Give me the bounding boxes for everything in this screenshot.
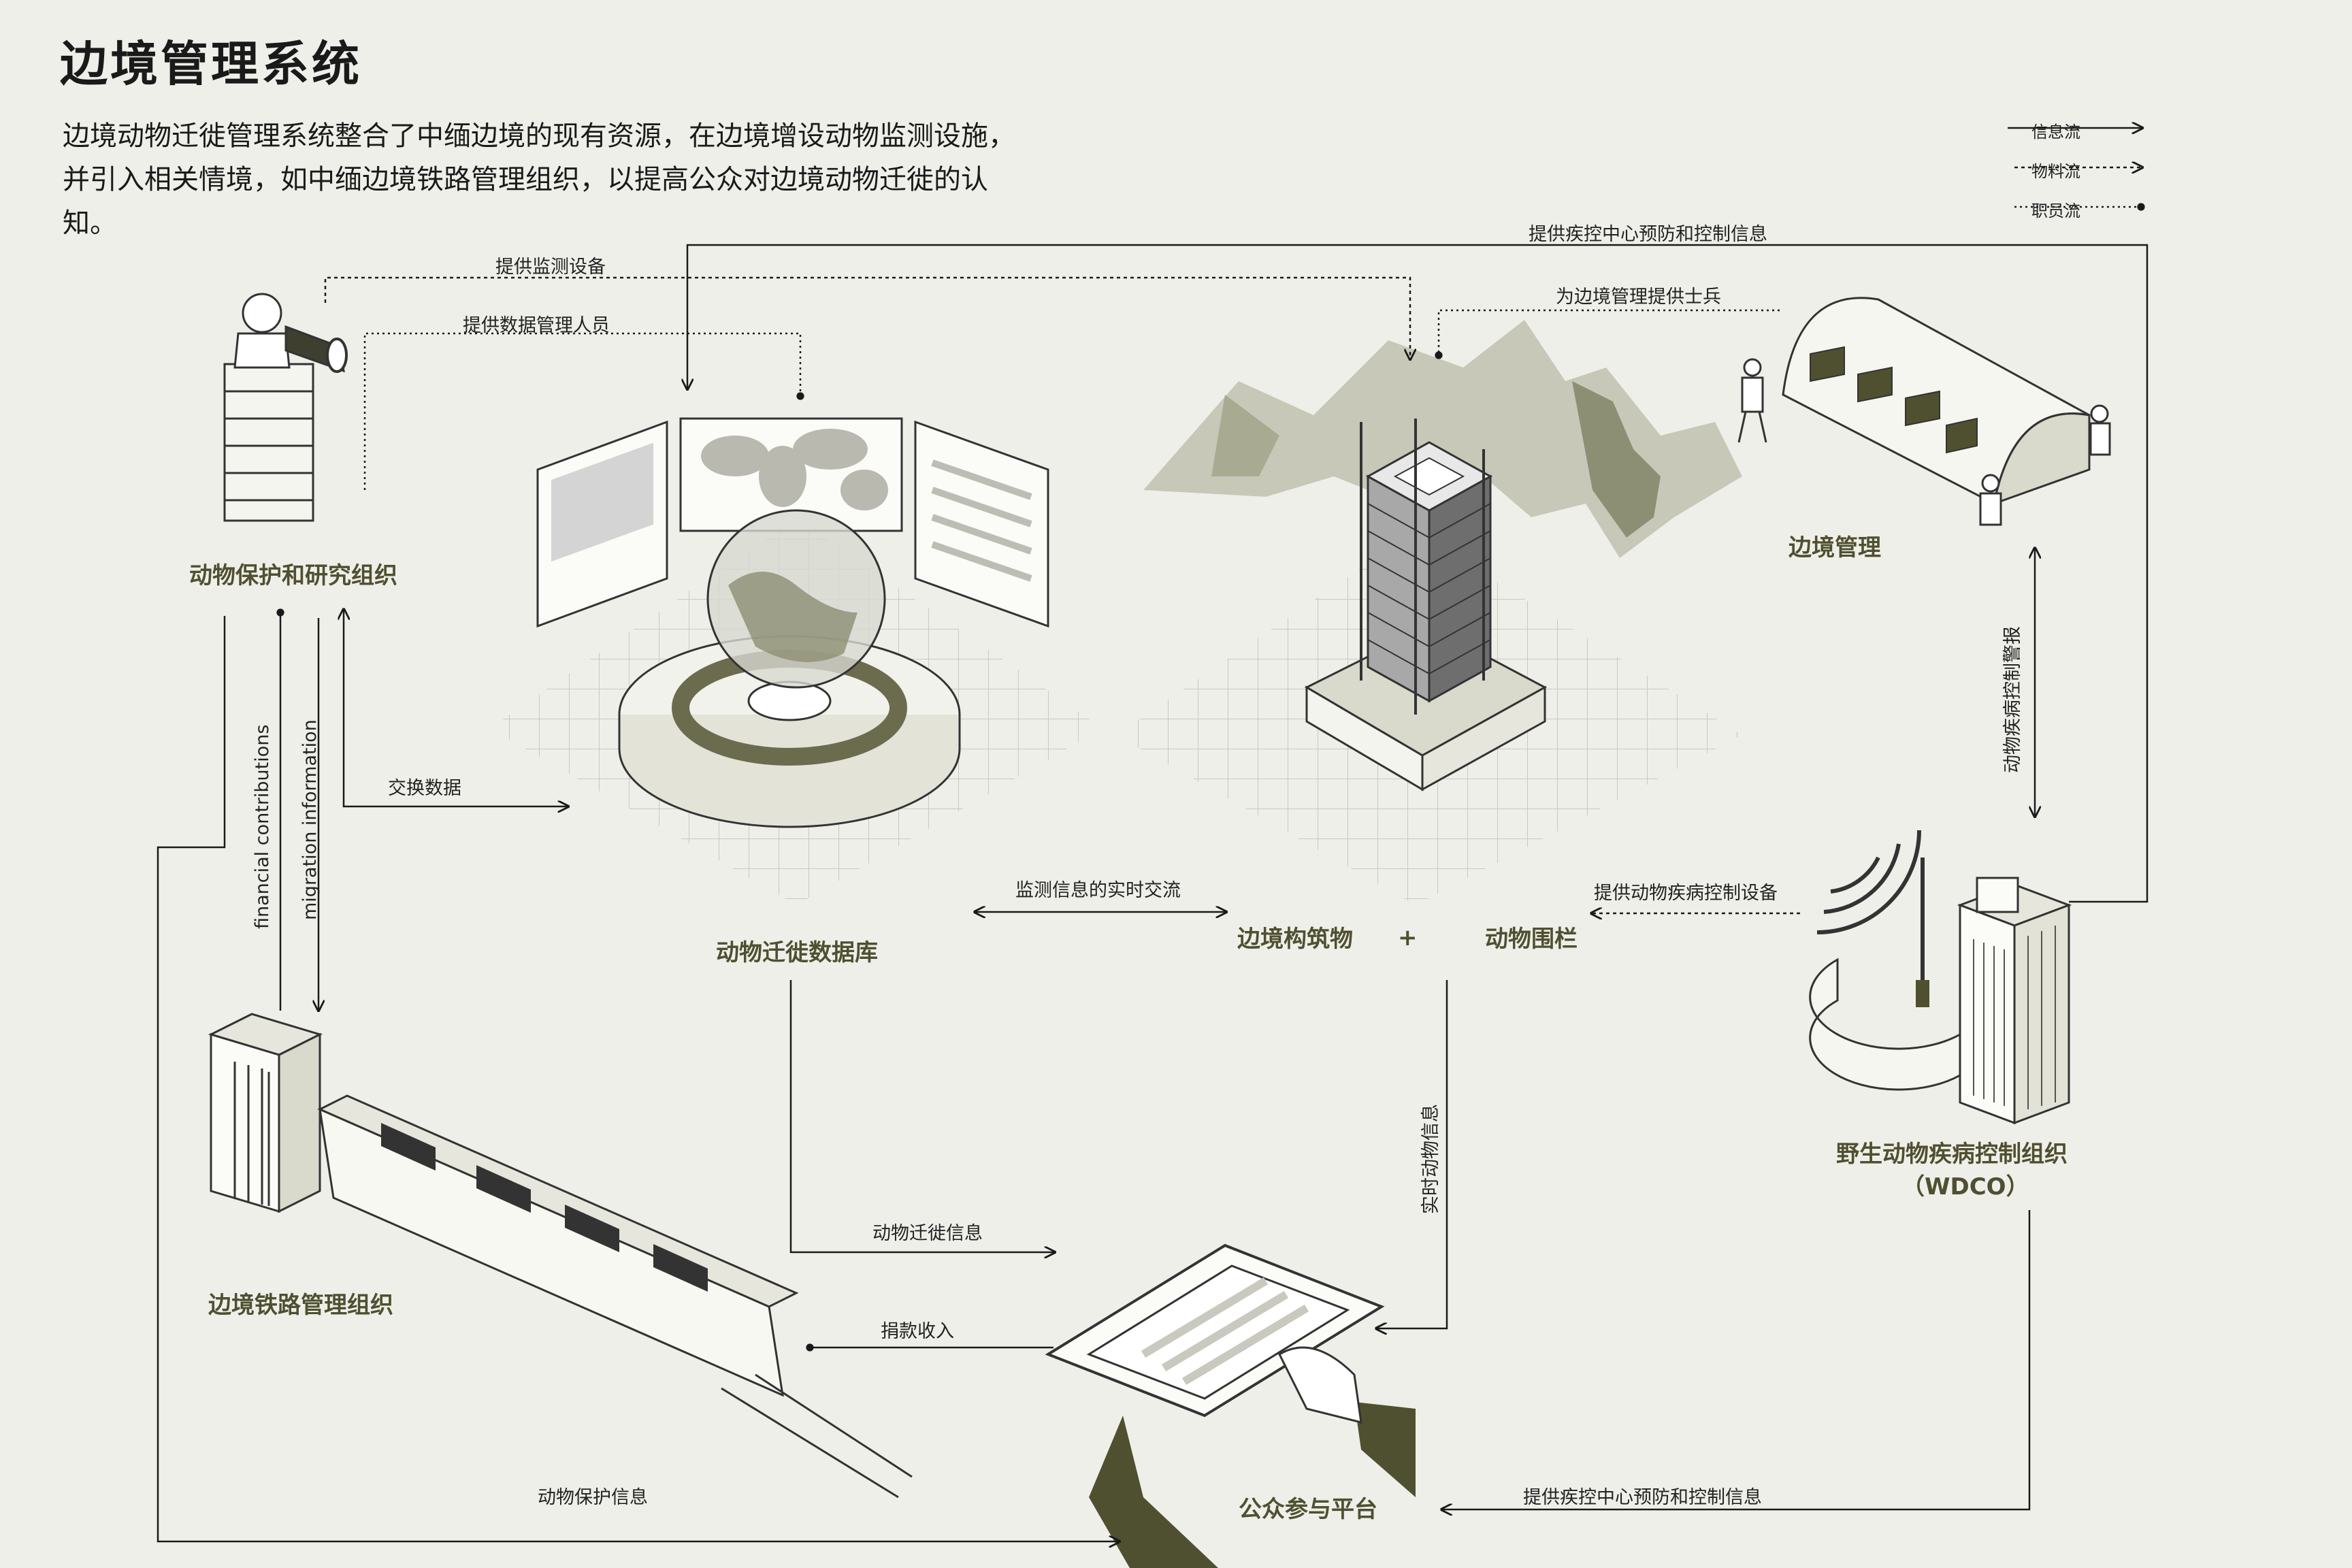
database-illustration [536, 417, 1049, 828]
label-disease-alert: 动物疾病控制警报 [2002, 626, 2023, 773]
label-cdc-top: 提供疾控中心预防和控制信息 [1529, 224, 1767, 245]
node-database: 动物迁徙数据库 [716, 939, 878, 966]
arrow-exchange-data [344, 609, 568, 806]
label-provide-soldiers: 为边境管理提供士兵 [1556, 287, 1721, 308]
arrow-migration-info [789, 980, 1055, 1252]
arrow-cdc-top [687, 244, 2149, 903]
label-protection-info: 动物保护信息 [538, 1487, 648, 1508]
tablet-illustration [1045, 1243, 1416, 1568]
label-financial: financial contributions [252, 724, 273, 929]
label-disease-equipment: 提供动物疾病控制设备 [1594, 883, 1778, 904]
node-protection-org: 动物保护和研究组织 [189, 562, 397, 589]
arrow-realtime-animal [1376, 980, 1448, 1328]
flow-arrows [157, 244, 2149, 1541]
arrow-provide-soldiers [1435, 309, 1780, 359]
border-tower-illustration [1304, 419, 1548, 791]
label-realtime-animal: 实时动物信息 [1420, 1104, 1441, 1214]
legend-staff-label: 职员流 [2031, 201, 2080, 220]
node-fence: 动物围栏 [1485, 926, 1578, 953]
border-mgmt-illustration [1737, 297, 2111, 526]
intro-paragraph: 边境动物迁徙管理系统整合了中缅边境的现有资源，在边境增设动物监测设施，并引入相关… [63, 120, 1015, 239]
node-border-mgmt: 边境管理 [1788, 534, 1881, 561]
label-provide-monitor: 提供监测设备 [495, 257, 606, 278]
legend-info-label: 信息流 [2031, 122, 2080, 142]
label-donation: 捐款收入 [881, 1321, 954, 1342]
protection-org-illustration [223, 293, 348, 522]
node-wdco-abbr: （WDCO） [1901, 1173, 2029, 1200]
arrow-protection-info [157, 616, 1120, 1541]
page-title: 边境管理系统 [60, 36, 362, 92]
mountains-illustration [1143, 320, 1742, 558]
arrow-provide-staff [363, 332, 804, 490]
arrow-cdc-bottom [1441, 1210, 2031, 1509]
label-provide-staff: 提供数据管理人员 [463, 315, 610, 336]
node-railway-org: 边境铁路管理组织 [208, 1292, 393, 1319]
label-cdc-bottom: 提供疾控中心预防和控制信息 [1523, 1487, 1762, 1508]
label-realtime-monitor: 监测信息的实时交流 [1015, 880, 1181, 901]
node-wdco: 野生动物疾病控制组织 [1836, 1141, 2068, 1168]
label-migration-en: migration information [299, 719, 321, 920]
arrow-provide-monitor [324, 276, 1410, 359]
legend [2008, 128, 2145, 211]
railway-illustration [208, 1013, 913, 1499]
wdco-illustration [1809, 830, 2072, 1125]
node-border-building: 边境构筑物 [1237, 926, 1353, 953]
node-plus: + [1398, 924, 1418, 951]
label-migration-info: 动物迁徙信息 [872, 1223, 983, 1244]
node-platform: 公众参与平台 [1239, 1496, 1377, 1523]
legend-material-label: 物料流 [2031, 162, 2080, 181]
label-exchange-data: 交换数据 [388, 778, 461, 799]
